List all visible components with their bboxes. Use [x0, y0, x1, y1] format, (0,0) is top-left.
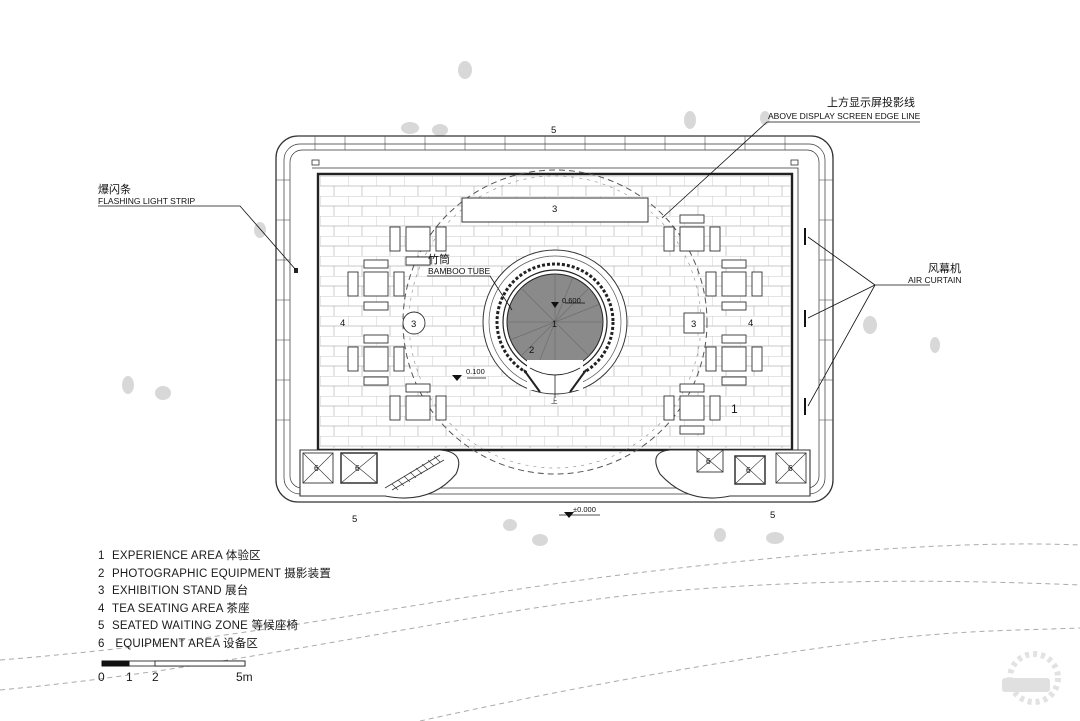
- contour-lines: [0, 543, 1080, 721]
- corner-marker: [311, 159, 320, 166]
- annot-curtain-en: AIR CURTAIN: [908, 275, 962, 285]
- zone-3-circle: 3: [411, 319, 416, 330]
- scale-label-1: 1: [126, 670, 133, 684]
- display-projection-circle: [402, 169, 708, 475]
- zone-5-bottom-left: 5: [352, 514, 357, 525]
- up-mark: 上: [551, 396, 558, 405]
- annot-strip-en: FLASHING LIGHT STRIP: [98, 196, 195, 206]
- level-bottom: ±0.000: [573, 505, 596, 514]
- zone-2-center: 2: [529, 345, 534, 356]
- zone-4-right: 4: [748, 318, 753, 329]
- zone-3-box: 3: [691, 319, 696, 330]
- tea-seating-sets: [347, 214, 763, 435]
- level-marker: [564, 512, 574, 518]
- zone-4-left: 4: [340, 318, 345, 329]
- exhibition-stand: [461, 197, 649, 223]
- scale-bar-labels: 0 1 2 5m: [96, 670, 276, 686]
- zone-6-e: 6: [788, 463, 793, 473]
- level-marker: [551, 302, 559, 308]
- zone-6-c: 6: [706, 456, 711, 466]
- level-marker: [452, 375, 462, 381]
- round-stand: [402, 311, 426, 335]
- scale-bar: [101, 660, 246, 667]
- bamboo-tube: [482, 249, 628, 398]
- zone-5-bottom-right: 5: [770, 510, 775, 521]
- light-strip-mark: [294, 268, 298, 273]
- square-stand: [683, 312, 705, 334]
- scale-label-0: 0: [98, 670, 105, 684]
- annot-strip-cn: 爆闪条: [98, 182, 131, 196]
- level-left: 0.100: [466, 367, 485, 376]
- scale-label-2: 2: [152, 670, 159, 684]
- annot-top-cn: 上方显示屏投影线: [827, 95, 915, 109]
- zone-1-right: 1: [731, 402, 738, 416]
- zone-6-a: 6: [314, 463, 319, 473]
- annot-bamboo-cn: 竹筒: [428, 252, 450, 266]
- equipment-area-right: [655, 449, 811, 499]
- corner-marker: [790, 159, 799, 166]
- platform-outline: [275, 135, 834, 503]
- zone-6-b: 6: [355, 463, 360, 473]
- annot-curtain-cn: 风幕机: [928, 261, 961, 275]
- equipment-area-left: [299, 449, 460, 499]
- legend-item: 6 EQUIPMENT AREA 设备区: [98, 637, 259, 650]
- zone-3-stand: 3: [552, 204, 557, 215]
- annot-top-en: ABOVE DISPLAY SCREEN EDGE LINE: [768, 111, 921, 121]
- zone-6-d: 6: [746, 465, 751, 475]
- level-center: 0.600: [562, 296, 581, 305]
- scale-label-5m: 5m: [236, 670, 253, 684]
- leader-lines: [98, 121, 930, 516]
- watermark-logo: [1002, 651, 1061, 705]
- zone-5-top: 5: [551, 125, 556, 136]
- annot-bamboo-en: BAMBOO TUBE: [428, 266, 491, 276]
- zone-1-center: 1: [552, 319, 557, 329]
